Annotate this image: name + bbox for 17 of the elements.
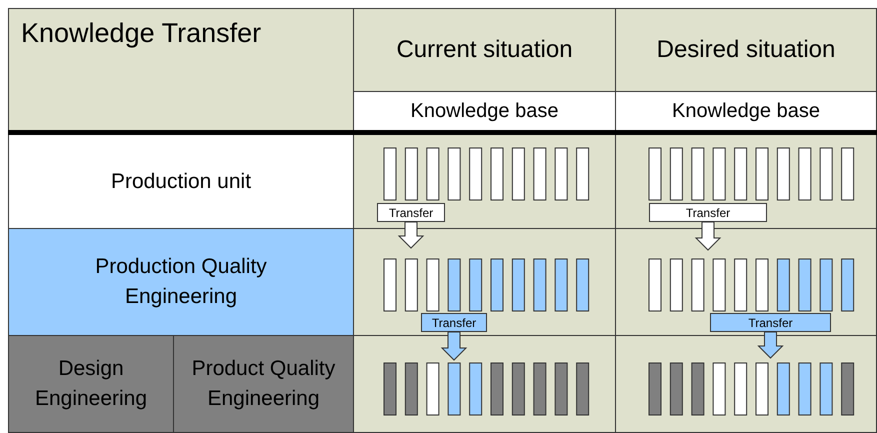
- transfer-box: Transfer: [421, 313, 487, 332]
- row-heading: Production unit: [110, 168, 252, 195]
- column-heading: Desired situation: [656, 35, 836, 65]
- row-heading: Product Quality Engineering: [190, 356, 336, 412]
- block-arrow: [757, 332, 784, 359]
- row-heading: Production Quality Engineering: [94, 254, 268, 310]
- column-subheading: Knowledge base: [672, 99, 820, 124]
- block-arrow: [694, 222, 722, 251]
- transfer-box: Transfer: [649, 203, 767, 222]
- column-subheading: Knowledge base: [410, 99, 558, 124]
- row-heading: Design Engineering: [34, 356, 148, 412]
- table-title: Knowledge Transfer: [21, 17, 262, 49]
- column-heading: Current situation: [396, 35, 573, 65]
- transfer-box: Transfer: [710, 313, 831, 332]
- block-arrow: [440, 332, 468, 361]
- transfer-box: Transfer: [377, 203, 445, 222]
- block-arrow: [398, 222, 424, 249]
